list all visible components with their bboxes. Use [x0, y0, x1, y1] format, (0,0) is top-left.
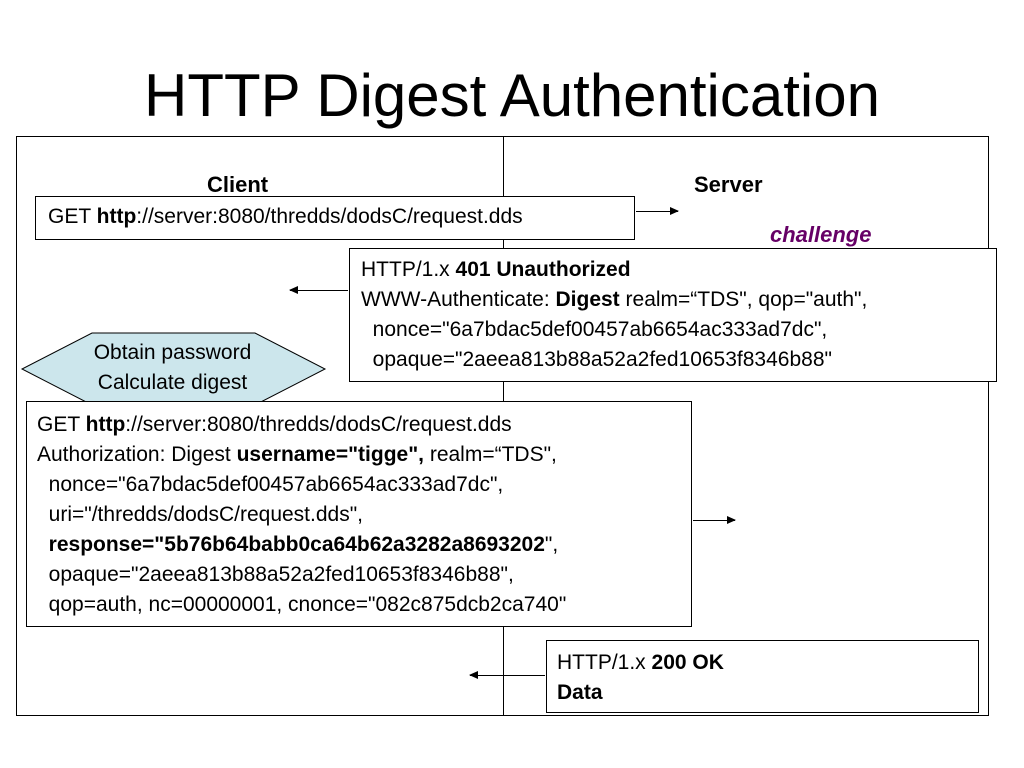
- request1-url: ://server:8080/thredds/dodsC/request.dds: [136, 205, 523, 228]
- request1-prefix: GET: [48, 205, 97, 228]
- request2-scheme: http: [85, 413, 126, 436]
- realm-qop: realm=“TDS", qop="auth",: [619, 288, 868, 311]
- request2-arrow: [693, 516, 736, 524]
- response-digest-value: response="5b76b64babb0ca64b62a3282a86932…: [48, 533, 545, 556]
- challenge-label: challenge: [770, 222, 872, 247]
- arrow-head-icon: [289, 286, 298, 294]
- request2-prefix: GET: [37, 413, 86, 436]
- response401-arrow: [289, 286, 348, 294]
- authorization-label: Authorization: Digest: [37, 443, 237, 466]
- request2-realm: realm=“TDS",: [424, 443, 557, 466]
- response200-arrow: [469, 671, 545, 679]
- decision-line1: Obtain password: [93, 341, 252, 364]
- request2-uri: uri="/thredds/dodsC/request.dds",: [37, 503, 364, 526]
- request2-qop-nc-cnonce: qop=auth, nc=00000001, cnonce="082c875dc…: [37, 593, 567, 616]
- page-title: HTTP Digest Authentication: [144, 62, 880, 129]
- response-digest-suffix: ",: [544, 533, 559, 556]
- request2-opaque: opaque="2aeea813b88a52a2fed10653f8346b88…: [37, 563, 514, 586]
- www-authenticate-label: WWW-Authenticate:: [361, 288, 556, 311]
- arrow-head-icon: [670, 207, 679, 215]
- response401-status: 401 Unauthorized: [455, 258, 631, 281]
- request1-scheme: http: [96, 205, 137, 228]
- ok-response-box: HTTP/1.x 200 OK Data: [546, 640, 979, 713]
- response401-opaque: opaque="2aeea813b88a52a2fed10653f8346b88…: [361, 348, 832, 371]
- authorized-request-box: GET http://server:8080/thredds/dodsC/req…: [26, 401, 692, 627]
- ok-status-prefix: HTTP/1.x: [557, 651, 652, 674]
- digest-scheme: Digest: [555, 288, 620, 311]
- arrow-head-icon: [727, 516, 736, 524]
- request1-arrow: [636, 207, 679, 215]
- unauthorized-response-box: HTTP/1.x 401 Unauthorized WWW-Authentica…: [349, 248, 997, 382]
- initial-request-box: GET http://server:8080/thredds/dodsC/req…: [35, 196, 635, 240]
- username-value: username="tigge",: [236, 443, 424, 466]
- diagram-frame: [16, 136, 989, 716]
- request2-indent: [37, 533, 49, 556]
- request2-url: ://server:8080/thredds/dodsC/request.dds: [125, 413, 512, 436]
- request2-nonce: nonce="6a7bdac5def00457ab6654ac333ad7dc"…: [37, 473, 504, 496]
- decision-line2: Calculate digest: [97, 371, 248, 394]
- response401-status-prefix: HTTP/1.x: [361, 258, 456, 281]
- server-column-label: Server: [694, 172, 763, 197]
- arrow-head-icon: [469, 671, 478, 679]
- ok-status: 200 OK: [651, 651, 724, 674]
- ok-data-label: Data: [557, 681, 603, 704]
- response401-nonce: nonce="6a7bdac5def00457ab6654ac333ad7dc"…: [361, 318, 828, 341]
- client-column-label: Client: [207, 172, 269, 197]
